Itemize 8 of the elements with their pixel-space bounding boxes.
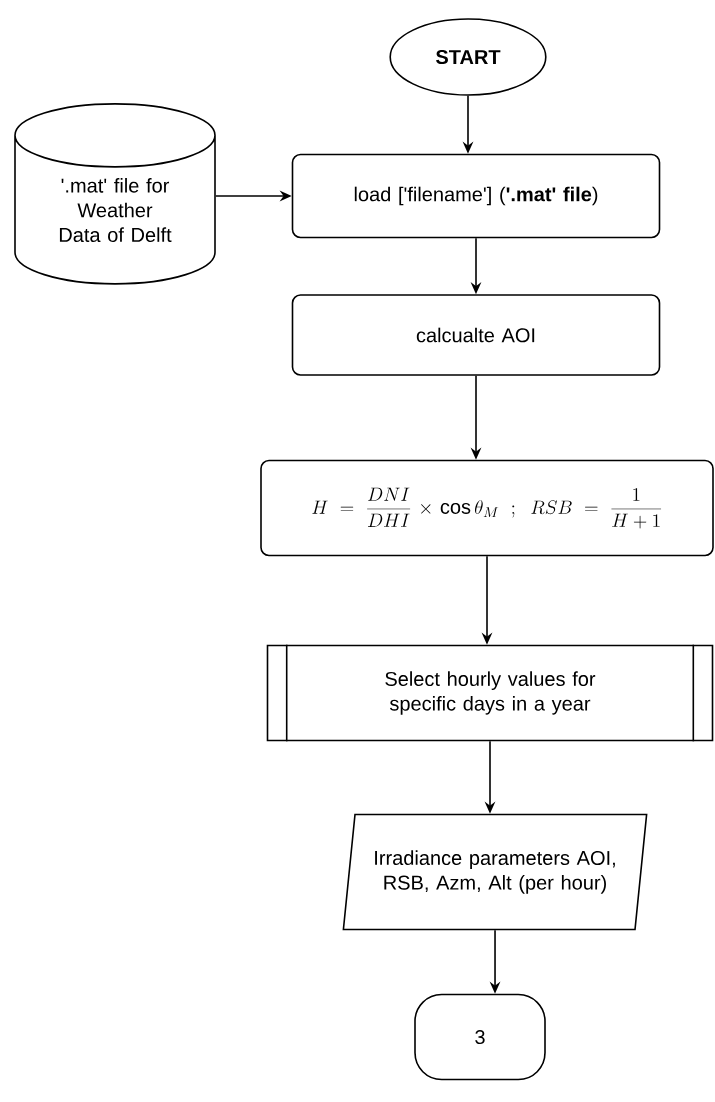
data-store-cylinder: '.mat' file for Weather Data of Delft (14, 103, 216, 285)
connector-terminal: 3 (414, 993, 546, 1081)
input-output-parallelogram: Irradiance parameters AOI, RSB, Azm, Alt (per hour) (342, 813, 648, 931)
formula-box: $H=\frac{DNI}{DHI}\times\cos\theta_M\;;\;RSB=\frac{1}{H+1}$ (260, 459, 714, 557)
process-box: calcualte AOI (291, 294, 661, 376)
predefined-process-box: Select hourly values for specific days in a year (266, 643, 714, 743)
start-terminal: START (389, 18, 547, 96)
process-box: load ['filename'] ('.mat' file) (291, 153, 661, 239)
